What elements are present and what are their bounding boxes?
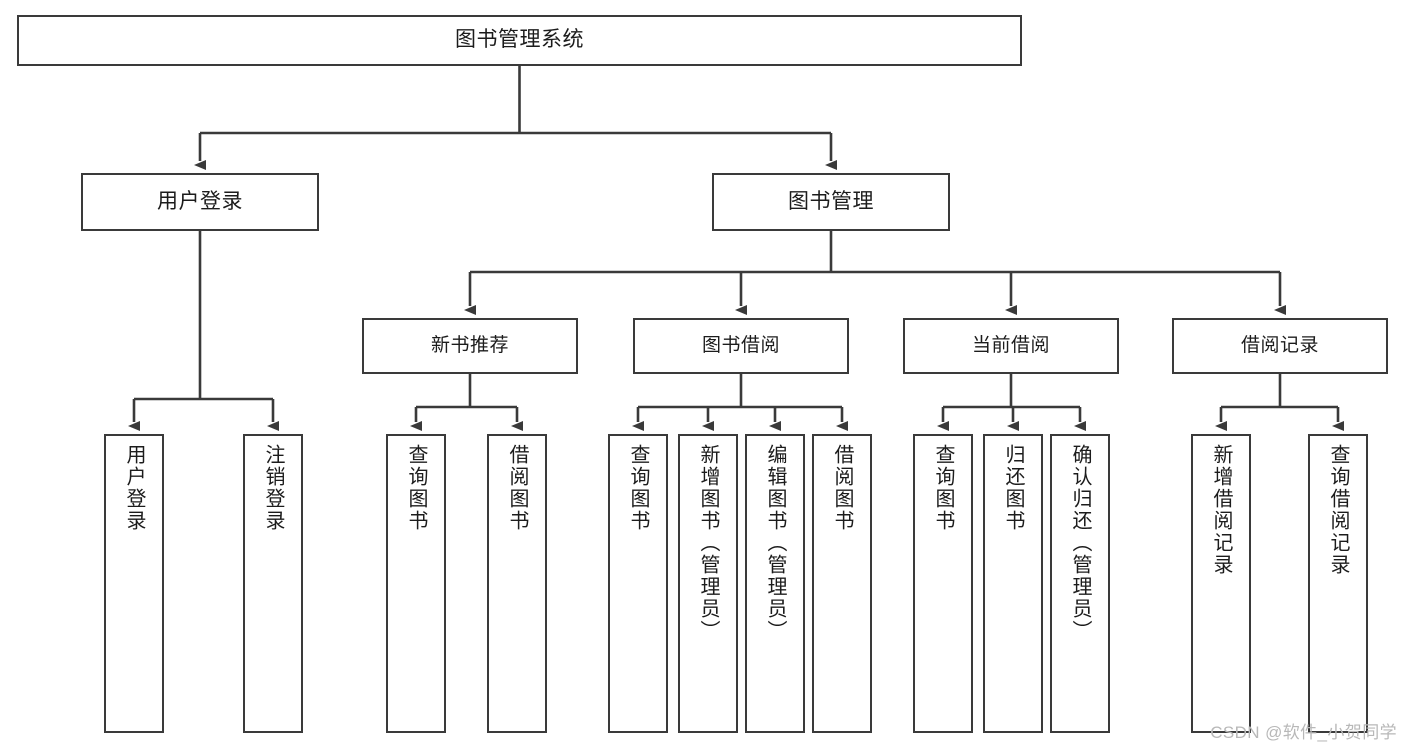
node-label: 查询借阅记录 [1327,444,1349,576]
node-label: 确认归还（管理员） [1069,444,1091,642]
node-current-borrow[interactable]: 当前借阅 [903,318,1119,374]
node-leaf-rec-borrow[interactable]: 借阅图书 [487,434,547,733]
node-leaf-bb-add[interactable]: 新增图书（管理员） [678,434,738,733]
node-leaf-cb-query[interactable]: 查询图书 [913,434,973,733]
node-label: 注销登录 [262,444,284,532]
edge-group [128,66,1344,431]
node-leaf-user-logout[interactable]: 注销登录 [243,434,303,733]
node-leaf-cb-return[interactable]: 归还图书 [983,434,1043,733]
node-label: 借阅图书 [831,444,853,532]
node-label: 图书管理系统 [455,28,584,52]
watermark-label: CSDN @软件_小贺同学 [1210,723,1397,742]
node-new-book-rec[interactable]: 新书推荐 [362,318,578,374]
node-label: 归还图书 [1002,444,1024,532]
node-leaf-user-login[interactable]: 用户登录 [104,434,164,733]
node-label: 查询图书 [932,444,954,532]
node-label: 新增借阅记录 [1210,444,1232,576]
node-leaf-br-query[interactable]: 查询借阅记录 [1308,434,1368,733]
node-label: 当前借阅 [971,334,1050,356]
node-root[interactable]: 图书管理系统 [17,15,1022,66]
node-label: 借阅图书 [506,444,528,532]
node-label: 新书推荐 [430,334,509,356]
node-borrow-record[interactable]: 借阅记录 [1172,318,1388,374]
node-label: 用户登录 [123,444,145,532]
node-label: 查询图书 [405,444,427,532]
node-label: 用户登录 [157,189,243,213]
node-label: 借阅记录 [1240,334,1319,356]
node-leaf-bb-borrow[interactable]: 借阅图书 [812,434,872,733]
node-user-login[interactable]: 用户登录 [81,173,319,231]
node-leaf-rec-query[interactable]: 查询图书 [386,434,446,733]
node-leaf-cb-confirm[interactable]: 确认归还（管理员） [1050,434,1110,733]
node-label: 图书管理 [788,189,874,213]
node-label: 图书借阅 [701,334,780,356]
node-book-borrow[interactable]: 图书借阅 [633,318,849,374]
node-leaf-br-add[interactable]: 新增借阅记录 [1191,434,1251,733]
node-label: 查询图书 [627,444,649,532]
node-book-manage[interactable]: 图书管理 [712,173,950,231]
node-label: 新增图书（管理员） [697,444,719,642]
node-label: 编辑图书（管理员） [764,444,786,642]
node-leaf-bb-query[interactable]: 查询图书 [608,434,668,733]
node-leaf-bb-edit[interactable]: 编辑图书（管理员） [745,434,805,733]
